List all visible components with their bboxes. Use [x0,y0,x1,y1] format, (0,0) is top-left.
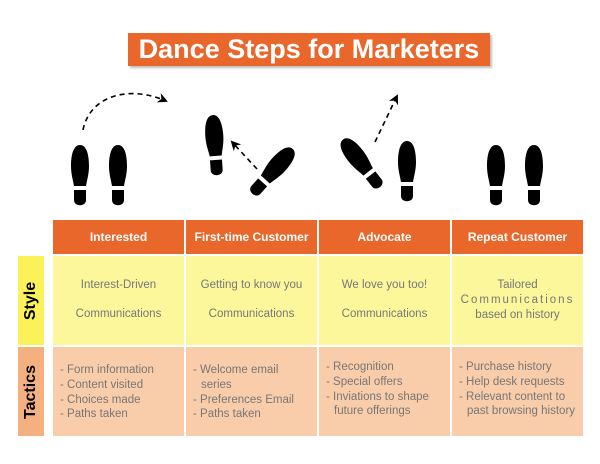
style-cell: We love you too! Communications [319,256,450,345]
style-text: Getting to know you [200,279,303,291]
column-header: Interested [53,220,184,254]
tactic-item: - Purchase history [459,361,552,373]
step-advocate [335,94,416,202]
tactic-item: - Paths taken [193,408,261,421]
style-text: Communications [341,308,428,320]
left-shoe-icon [71,145,89,206]
curved-arrow-icon [82,92,168,131]
tactics-cell: - Recognition - Special offers - Inviation… [319,347,450,436]
right-shoe-icon [109,145,127,206]
left-shoe-icon [203,114,227,176]
dashed-arrow-icon [374,94,399,143]
right-shoe-icon [245,142,300,200]
style-text: based on history [475,309,560,321]
tactic-item: - Form information [60,364,154,376]
footprints-illustration [71,92,543,206]
tactics-cell: - Purchase history - Help desk requests - … [452,347,583,436]
style-text: Communications [75,308,162,320]
tactic-item: - Special offers [326,375,403,388]
left-shoe-icon [335,134,388,193]
dashed-arrow-icon [230,140,258,170]
tactic-item: future offerings [334,405,411,418]
style-text: We love you too! [341,279,428,291]
tactic-item: - Content visited [60,378,144,391]
row-label-text: Tactics [22,364,39,419]
step-repeat [487,145,543,206]
step-interested [71,92,168,206]
column-header: Repeat Customer [452,220,583,254]
column-header: Advocate [319,220,450,254]
row-label-tactics: Tactics [18,347,44,436]
tactic-item: - Relevant content to [459,390,566,403]
row-label-text: Style [22,281,39,320]
tactic-item: - Paths taken [60,408,128,421]
tactic-item: - Help desk requests [459,375,565,388]
tactic-item: past browsing history [467,405,576,418]
style-text: Communications [208,308,295,320]
row-label-style: Style [18,256,44,345]
tactic-item: - Welcome email [193,364,279,376]
left-shoe-icon [487,145,505,206]
page-title: Dance Steps for Marketers [128,33,490,66]
tactics-cell: - Welcome email series - Preferences Email… [186,347,317,436]
tactics-cell: - Form information - Content visited - Cho… [53,347,184,436]
step-first-time [203,114,300,200]
style-text: Interest-Driven [80,279,157,291]
tactic-item: - Choices made [60,393,141,406]
right-shoe-icon [525,145,543,206]
style-text: Communications [460,294,575,306]
right-shoe-icon [398,141,416,202]
column-header: First-time Customer [186,220,317,254]
tactic-item: - Recognition [326,361,394,373]
tactic-item: - Preferences Email [193,393,294,406]
tactic-item: - Inviations to shape [326,390,429,403]
style-text: Tailored [497,279,538,291]
tactic-item: series [201,378,232,391]
